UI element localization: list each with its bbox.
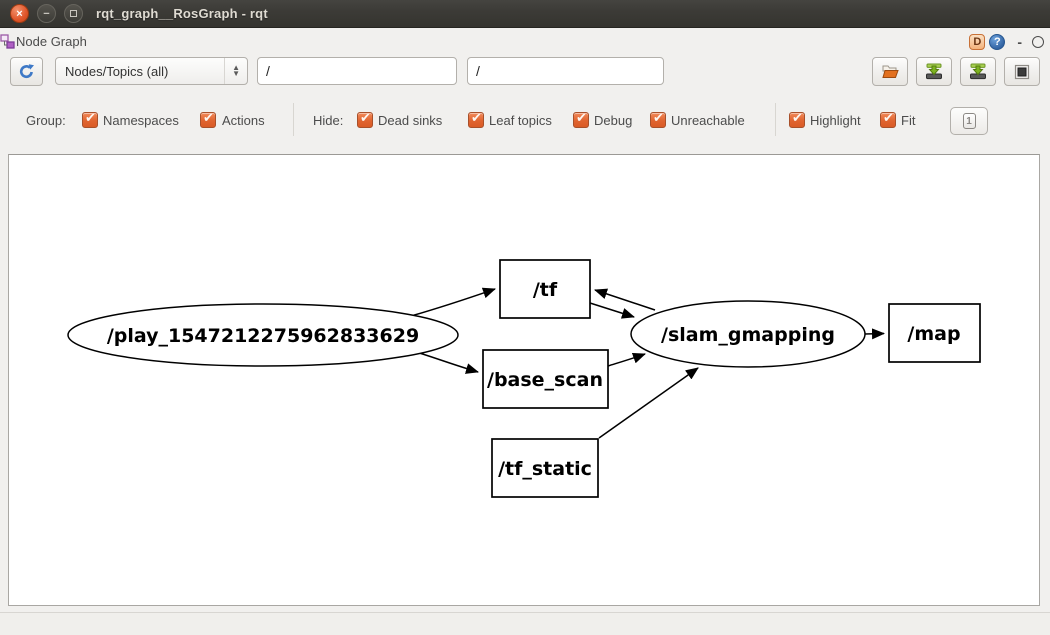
graph-type-value: Nodes/Topics (all) [65,63,169,79]
window-close-button[interactable]: × [10,4,29,23]
zoom-one-icon: 1 [962,113,976,129]
graph-topic-tf-static[interactable]: /tf_static [491,438,599,498]
edge-play-to-tf [410,287,496,317]
refresh-icon [19,64,34,79]
graph-node-play[interactable]: /play_1547212275962833629 [67,303,459,367]
leaf-topics-label: Leaf topics [489,113,552,128]
group-label: Group: [26,113,66,128]
debug-checkbox[interactable] [573,110,589,128]
save-image-button[interactable] [960,57,996,86]
edge-base-scan-to-slam-gmapping [607,352,646,367]
namespaces-checkbox[interactable] [82,110,98,128]
graph-topic-base-scan[interactable]: /base_scan [482,349,609,409]
svg-text:/tf: /tf [533,279,558,301]
window-title: rqt_graph__RosGraph - rqt [96,6,268,21]
snapshot-button[interactable] [1004,57,1040,86]
save-drive-icon [926,63,942,80]
hide-label: Hide: [313,113,344,128]
unreachable-checkbox[interactable] [650,110,666,128]
namespaces-label: Namespaces [103,113,179,128]
window-maximize-button[interactable] [64,4,83,23]
edge-tf-to-slam-gmapping [589,302,635,319]
graph-canvas[interactable]: /play_1547212275962833629 /tf /base_scan… [8,154,1040,606]
edge-tf-static-to-slam-gmapping [598,367,699,439]
separator [293,103,294,136]
maximize-icon [70,10,77,17]
fit-checkbox[interactable] [880,110,896,128]
svg-text:/tf_static: /tf_static [498,458,592,480]
save-drive-icon [970,63,986,80]
dead-sinks-checkbox[interactable] [357,110,373,128]
highlight-label: Highlight [810,113,861,128]
graph-topic-tf[interactable]: /tf [499,259,591,319]
node-filter-input[interactable] [257,57,457,85]
leaf-topics-checkbox[interactable] [468,110,484,128]
svg-text:/slam_gmapping: /slam_gmapping [661,324,835,346]
ros-node-graph: /play_1547212275962833629 /tf /base_scan… [67,259,981,498]
svg-text:/map: /map [907,323,960,345]
help-button[interactable]: ? [989,34,1006,50]
separator [775,103,776,136]
combo-spinner-icon: ▲▼ [224,58,247,84]
window-minimize-button[interactable]: − [37,4,56,23]
graph-topic-map[interactable]: /map [888,303,981,363]
window-titlebar: × − rqt_graph__RosGraph - rqt [0,0,1050,28]
panel-minimize-button[interactable]: - [1017,34,1022,50]
topic-filter-input[interactable] [467,57,664,85]
edge-slam-gmapping-to-map [864,328,885,340]
plugin-header: Node Graph D ? - [0,28,1050,55]
zoom-100-button[interactable]: 1 [950,107,988,135]
refresh-button[interactable] [10,57,43,86]
svg-text:/play_1547212275962833629: /play_1547212275962833629 [107,325,419,347]
status-bar [0,612,1050,635]
unreachable-label: Unreachable [671,113,745,128]
actions-checkbox[interactable] [200,110,216,128]
highlight-checkbox[interactable] [789,110,805,128]
node-graph-icon [0,34,15,49]
save-dot-button[interactable] [916,57,952,86]
edge-play-to-base-scan [412,350,479,374]
dock-detach-button[interactable]: D [969,34,986,50]
panel-close-button[interactable] [1032,36,1044,48]
load-dot-button[interactable] [872,57,908,86]
panel-title: Node Graph [16,34,87,49]
debug-label: Debug [594,113,633,128]
filter-toolbar: Group: Namespaces Actions Hide: Dead sin… [0,100,1050,140]
fit-label: Fit [901,113,916,128]
graph-node-slam-gmapping[interactable]: /slam_gmapping [630,300,866,368]
edge-slam-gmapping-to-tf [594,288,656,311]
svg-text:/base_scan: /base_scan [487,369,603,391]
open-folder-icon [882,65,899,78]
dead-sinks-label: Dead sinks [378,113,443,128]
graph-type-select[interactable]: Nodes/Topics (all) ▲▼ [55,57,248,85]
actions-label: Actions [222,113,265,128]
dark-square-icon [1014,64,1030,79]
